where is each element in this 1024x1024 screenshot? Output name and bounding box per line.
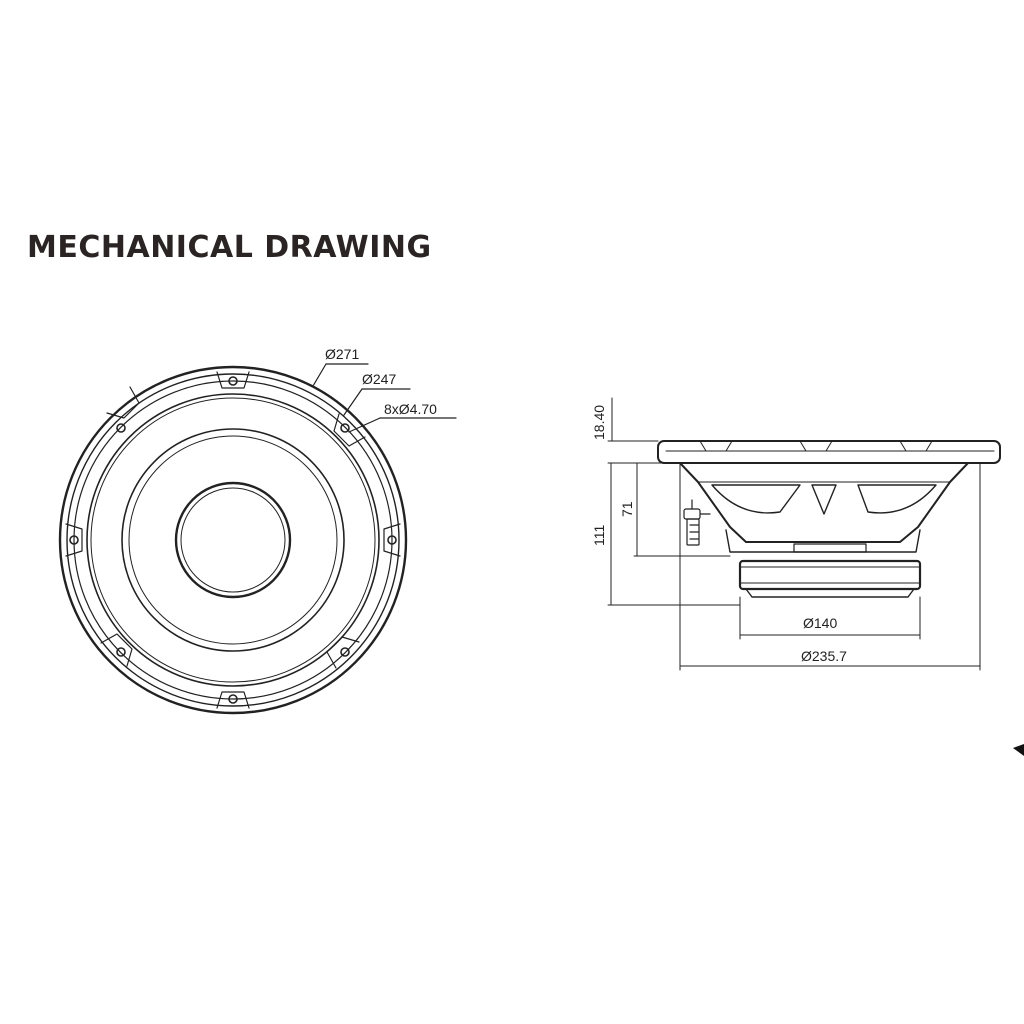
cone-inner (128, 435, 338, 645)
page-title: MECHANICAL DRAWING (27, 230, 432, 265)
back-plate (745, 588, 915, 598)
hole-brackets (65, 371, 401, 709)
outer-rim (58, 365, 408, 715)
terminal (683, 499, 711, 546)
basket (679, 462, 969, 543)
mount-ring (73, 380, 393, 700)
label-cutout-diameter: Ø235.7 (801, 648, 847, 664)
label-outer-diameter: Ø271 (325, 346, 359, 362)
label-mount-diameter: Ø247 (362, 371, 396, 387)
rim-inner (66, 373, 400, 707)
label-magnet-diameter: Ø140 (803, 615, 837, 631)
side-view (607, 397, 1001, 671)
basket-windows (699, 484, 949, 525)
mounting-hole (228, 376, 238, 386)
label-holes: 8xØ4.70 (384, 401, 437, 417)
magnet (738, 559, 922, 591)
mounting-hole (116, 647, 126, 657)
mounting-holes (69, 376, 397, 704)
mounting-hole (387, 535, 397, 545)
front-leaders (312, 363, 457, 433)
gasket-edge (86, 393, 380, 687)
cone-edge (121, 428, 345, 652)
dust-cap-inner (180, 487, 286, 593)
side-dimensions (607, 397, 981, 671)
mounting-hole (340, 423, 350, 433)
flange (657, 440, 1001, 464)
surround-outer (90, 397, 376, 683)
front-view (58, 363, 457, 715)
label-flange-height: 18.40 (591, 405, 607, 440)
mounting-hole (340, 647, 350, 657)
mounting-hole (228, 694, 238, 704)
dust-cap (174, 481, 292, 599)
mounting-hole (69, 535, 79, 545)
mounting-hole (116, 423, 126, 433)
corner-mark (1013, 744, 1024, 756)
label-total-depth: 111 (591, 525, 607, 546)
label-mount-depth: 71 (619, 501, 635, 517)
